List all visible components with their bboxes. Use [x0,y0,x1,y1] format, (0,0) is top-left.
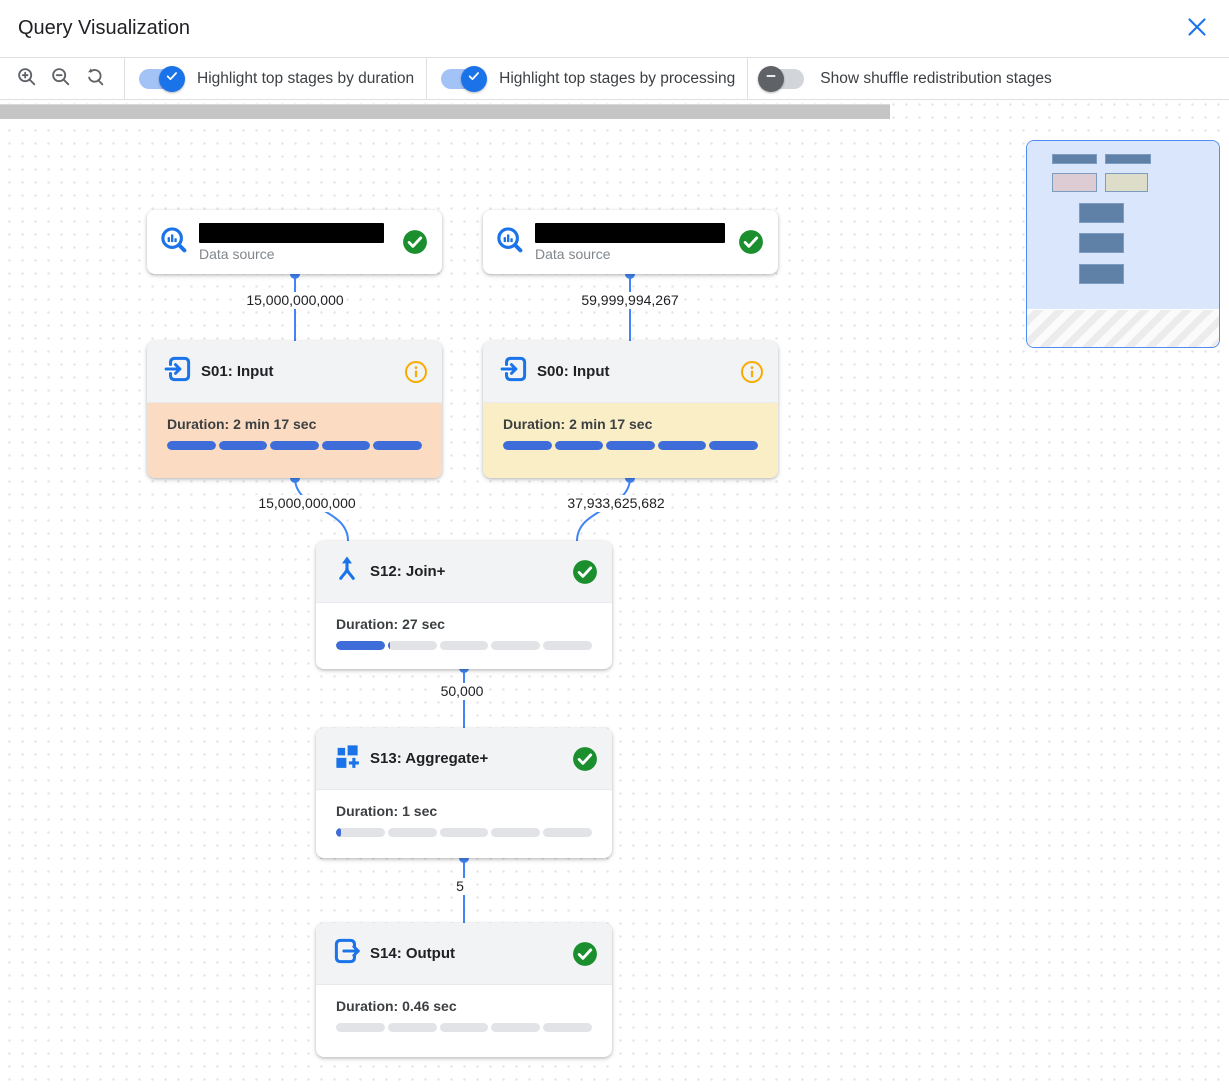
minimap-node-s13 [1079,233,1124,253]
success-check-icon [402,229,428,255]
toggle-highlight-duration[interactable]: Highlight top stages by duration [137,65,415,92]
toggle-label: Highlight top stages by processing [499,69,736,87]
toggle-thumb [461,65,488,92]
edge-row-count: 5 [453,878,467,895]
stage-title: S01: Input [201,363,274,380]
stage-title: S13: Aggregate+ [370,750,489,767]
stage-node-s14[interactable]: S14: Output Duration: 0.46 sec [316,923,612,1057]
minimap-node-source-2 [1105,154,1151,164]
minimap-offscreen-area [1027,310,1219,347]
minimap-node-s14 [1079,264,1124,284]
minimap-node-source-1 [1052,154,1097,164]
stage-node-s12[interactable]: S12: Join+ Duration: 27 sec [316,541,612,669]
zoom-in-button[interactable] [10,62,44,96]
toggle-highlight-processing[interactable]: Highlight top stages by processing [439,65,736,92]
toolbar-divider [426,58,428,99]
page-title: Query Visualization [18,17,190,39]
toggle-label: Highlight top stages by duration [197,69,415,87]
dialog-header: Query Visualization [0,0,1229,57]
toggle-switch[interactable] [439,65,488,92]
stage-duration-label: Duration: 0.46 sec [336,998,457,1014]
zoom-in-icon [16,66,38,91]
edge-row-count: 15,000,000,000 [255,495,359,512]
aggregate-stage-icon [332,741,362,776]
edge-row-count: 50,000 [437,683,487,700]
zoom-out-icon [50,66,72,91]
stage-duration-label: Duration: 2 min 17 sec [167,416,317,432]
bigquery-table-search-icon [495,225,525,260]
stage-duration-label: Duration: 2 min 17 sec [503,416,653,432]
input-stage-icon [499,354,529,389]
edge-row-count: 15,000,000,000 [243,292,347,309]
stage-progress-bar [336,828,592,837]
toggle-thumb [159,65,185,92]
output-stage-icon [332,936,362,971]
toolbar: Highlight top stages by duration Highlig… [0,57,1229,100]
toggle-show-shuffle[interactable]: Show shuffle redistribution stages [758,65,1052,92]
check-icon [466,68,482,89]
minimap[interactable] [1026,140,1220,348]
stage-title: S00: Input [537,363,610,380]
input-stage-icon [163,354,193,389]
zoom-reset-icon [84,66,106,91]
success-check-icon [738,229,764,255]
check-icon [164,68,180,89]
toggle-thumb [758,65,785,92]
info-icon[interactable] [740,360,764,384]
data-source-node-1[interactable]: Data source [147,210,442,274]
toggle-switch[interactable] [137,65,185,92]
stage-duration-label: Duration: 1 sec [336,803,438,819]
join-stage-icon [332,554,362,589]
stage-progress-bar [167,441,422,450]
minimap-node-s12 [1079,203,1124,223]
close-icon [1186,16,1208,41]
stage-node-s00[interactable]: S00: Input Duration: 2 min 17 sec [483,341,778,478]
redacted-source-name [199,222,384,243]
stage-progress-bar [336,641,592,650]
success-check-icon [572,941,598,967]
toggle-label: Show shuffle redistribution stages [820,69,1052,87]
stage-progress-bar [503,441,758,450]
minimap-node-s01 [1052,173,1097,192]
data-source-node-2[interactable]: Data source [483,210,778,274]
graph-canvas[interactable]: 15,000,000,000 59,999,994,267 15,000,000… [0,100,1229,1090]
stage-progress-bar [336,1023,592,1032]
stage-node-s01[interactable]: S01: Input Duration: 2 min 17 sec [147,341,442,478]
success-check-icon [572,746,598,772]
minimap-node-s00 [1105,173,1148,192]
stage-node-s13[interactable]: S13: Aggregate+ Duration: 1 sec [316,728,612,858]
horizontal-scrollbar-thumb[interactable] [0,104,890,119]
redacted-source-name [535,222,725,243]
stage-title: S12: Join+ [370,563,446,580]
stage-duration-label: Duration: 27 sec [336,616,445,632]
edge-row-count: 37,933,625,682 [564,495,668,512]
close-button[interactable] [1183,15,1211,43]
source-type-label: Data source [535,245,611,262]
source-type-label: Data source [199,245,275,262]
minus-icon [763,68,779,89]
toolbar-divider [747,58,749,99]
success-check-icon [572,559,598,585]
stage-title: S14: Output [370,945,455,962]
horizontal-scrollbar[interactable] [0,104,1229,119]
zoom-reset-button[interactable] [78,62,112,96]
edge-row-count: 59,999,994,267 [578,292,682,309]
zoom-out-button[interactable] [44,62,78,96]
toolbar-divider [124,58,125,99]
info-icon[interactable] [404,360,428,384]
toggle-switch[interactable] [758,65,806,92]
bigquery-table-search-icon [159,225,189,260]
